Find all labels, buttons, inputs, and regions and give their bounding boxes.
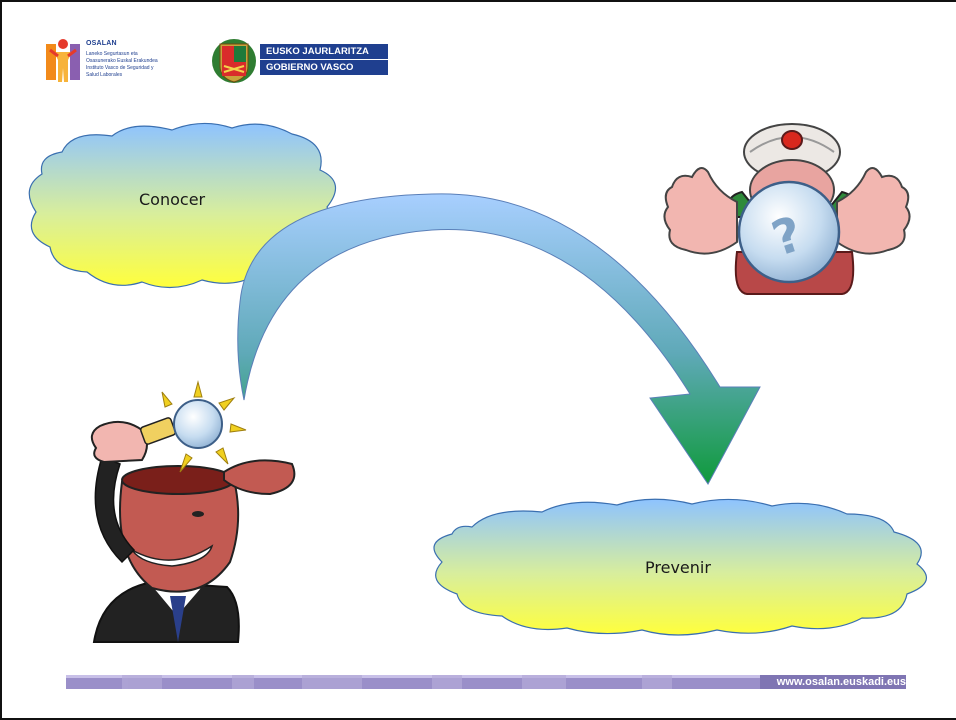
- osalan-logo: OSALAN Laneko Segurtasun eta Osasunerako…: [46, 38, 196, 88]
- prevenir-label: Prevenir: [645, 558, 711, 577]
- osalan-figure-icon: [46, 39, 80, 82]
- eusko-jaurlaritza-label: EUSKO JAURLARITZA: [260, 44, 388, 59]
- curved-arrow: [237, 193, 761, 485]
- osalan-name: OSALAN: [86, 40, 117, 47]
- lightbulb-man-figure: [90, 380, 296, 643]
- gobierno-vasco-label: GOBIERNO VASCO: [260, 60, 388, 75]
- fortune-teller-figure: ?: [663, 123, 911, 295]
- footer-bar: [66, 675, 906, 689]
- cloud-prevenir: [433, 498, 927, 636]
- osalan-line-3: Instituto Vasco de Seguridad y: [86, 65, 154, 71]
- osalan-line-1: Laneko Segurtasun eta: [86, 51, 138, 57]
- gobierno-vasco-logo: EUSKO JAURLARITZA GOBIERNO VASCO: [210, 38, 388, 84]
- osalan-line-4: Salud Laborales: [86, 72, 123, 78]
- coat-of-arms-icon: [212, 39, 256, 83]
- conocer-label: Conocer: [139, 190, 206, 209]
- footer-url[interactable]: www.osalan.euskadi.eus: [776, 676, 906, 688]
- osalan-line-2: Osasunerako Euskal Erakundea: [86, 58, 158, 64]
